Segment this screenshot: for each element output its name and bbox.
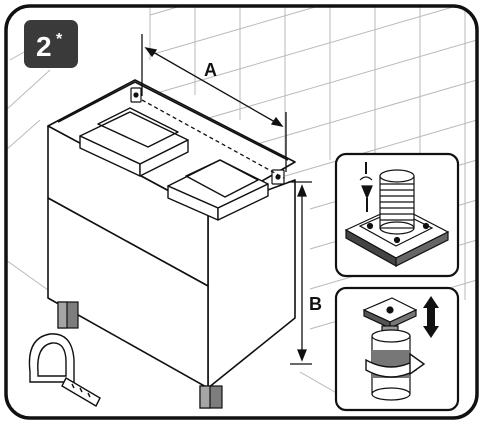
up-down-arrow-icon [423, 296, 439, 338]
drawer-boxes [79, 107, 269, 221]
dimension-a [141, 34, 287, 179]
vanity-cabinet [47, 79, 296, 389]
step-number: 2 [36, 31, 52, 62]
inset-foot-adjust-detail [334, 286, 460, 412]
inset-foot-mount-detail [334, 152, 460, 278]
dimension-b [288, 181, 312, 365]
tape-measure-icon [28, 333, 101, 407]
adjustable-foot-icon [362, 297, 418, 401]
step-marker: * [56, 31, 63, 48]
cabinet-legs [57, 301, 223, 409]
wall-brackets [130, 87, 285, 185]
dimension-b-label: B [309, 294, 322, 314]
screw-mounted-foot-icon [344, 162, 450, 268]
step-badge: 2 * [24, 20, 78, 68]
rotate-arrow-icon [365, 352, 426, 378]
dimension-a-label: A [204, 60, 217, 80]
outer-frame [4, 4, 479, 420]
